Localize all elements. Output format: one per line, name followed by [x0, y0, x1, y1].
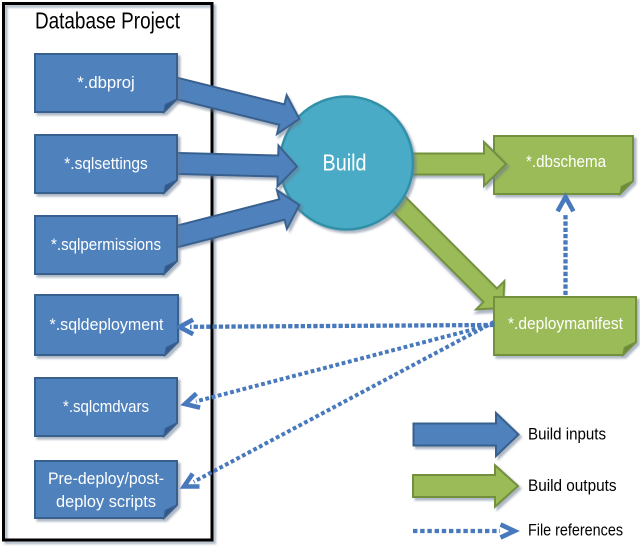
svg-text:Build outputs: Build outputs	[528, 476, 617, 495]
svg-text:*.sqlcmdvars: *.sqlcmdvars	[63, 397, 149, 416]
svg-text:*.sqlpermissions: *.sqlpermissions	[51, 235, 161, 254]
svg-text:Pre-deploy/post-: Pre-deploy/post-	[48, 469, 164, 488]
svg-text:*.sqldeployment: *.sqldeployment	[50, 315, 164, 334]
svg-text:*.deploymanifest: *.deploymanifest	[508, 314, 623, 333]
svg-text:deploy scripts: deploy scripts	[56, 492, 156, 511]
svg-text:File references: File references	[528, 521, 623, 540]
svg-text:*.dbproj: *.dbproj	[77, 73, 135, 92]
svg-text:Database Project: Database Project	[35, 8, 180, 34]
svg-text:*.dbschema: *.dbschema	[526, 152, 606, 171]
svg-text:Build: Build	[323, 150, 367, 176]
svg-text:*.sqlsettings: *.sqlsettings	[64, 154, 148, 173]
svg-text:Build inputs: Build inputs	[528, 425, 606, 444]
